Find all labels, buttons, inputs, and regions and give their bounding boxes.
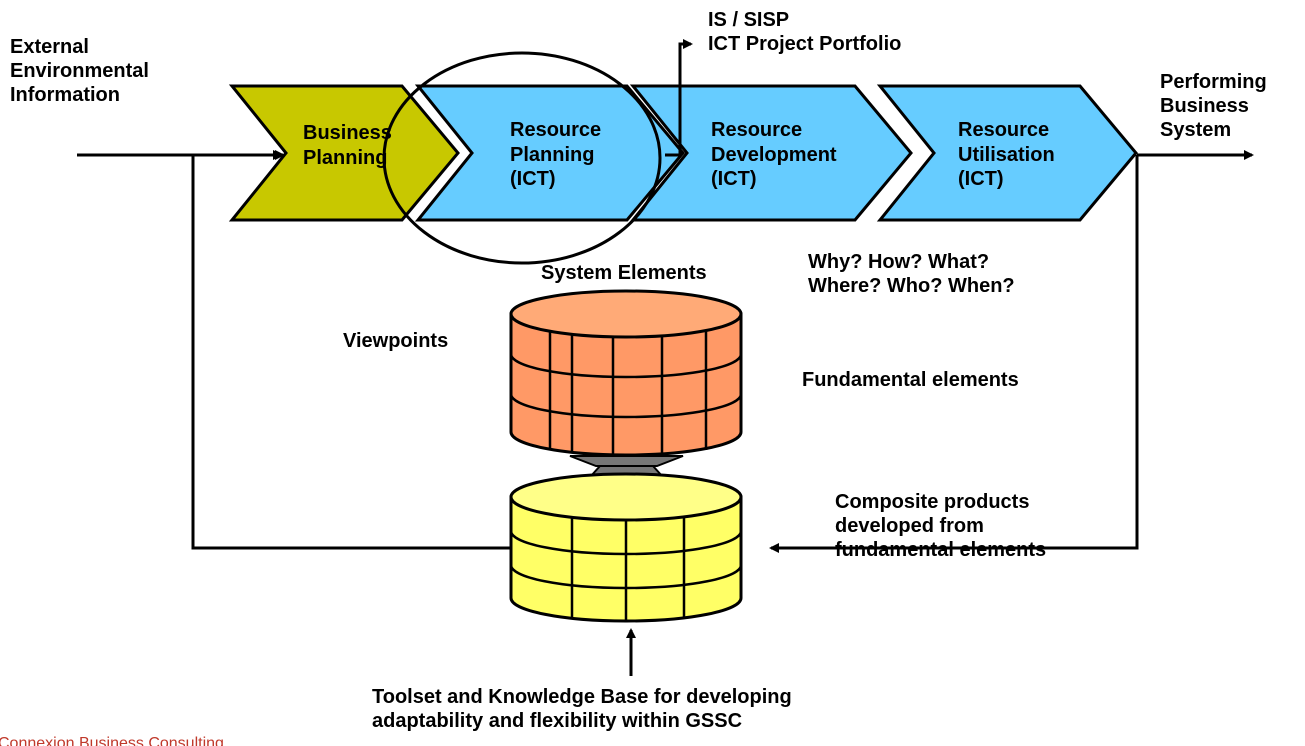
questions-line: Where? Who? When? [808,275,1015,297]
stage-line: Planning [303,146,388,169]
composite-products-line: fundamental elements [835,539,1047,561]
stage-line: Business [303,122,392,144]
chevron-resource-utilisation [876,84,1138,222]
knowledge-base-cylinder [509,472,743,623]
viewpoints-label: Viewpoints [343,330,449,352]
questions-label: Why? How? What? Where? Who? When? [808,250,1015,298]
stage-line: (ICT) [958,168,1004,190]
stage-line: Development [711,143,837,166]
stage-label-resource-utilisation: Resource Utilisation (ICT) [958,118,1055,192]
external-info-line: Environmental [10,60,149,82]
stage-line: (ICT) [711,168,757,190]
toolset-line: Toolset and Knowledge Base for developin… [372,686,792,708]
questions-line: Why? How? What? [808,251,990,273]
stage-label-resource-development: Resource Development (ICT) [711,118,837,192]
stage-label-business-planning: Business Planning [303,121,392,170]
is-sisp-pointer-arrow [665,39,693,157]
is-sisp-line: ICT Project Portfolio [708,33,902,55]
chevron-resource-development [629,84,913,222]
stage-line: Resource [958,119,1050,141]
toolset-line: adaptability and flexibility within GSSC [372,710,743,732]
performing-system-line: Business [1160,95,1249,117]
stage-line: Planning [510,143,595,166]
composite-products-line: Composite products [835,491,1030,513]
stage-line: Utilisation [958,143,1055,166]
highlight-ellipse [382,51,662,265]
external-info-line: External [10,36,89,58]
external-info-line: Information [10,84,120,106]
chevron-resource-planning [414,84,685,222]
stage-label-resource-planning: Resource Planning (ICT) [510,118,601,192]
composite-products-label: Composite products developed from fundam… [835,490,1046,562]
performing-system-line: Performing [1160,71,1267,93]
external-info-label: External Environmental Information [10,35,149,107]
is-sisp-line: IS / SISP [708,9,790,31]
performing-system-line: System [1160,119,1232,141]
composite-products-line: developed from [835,515,984,537]
stage-line: Resource [510,119,602,141]
is-sisp-label: IS / SISP ICT Project Portfolio [708,8,901,56]
system-elements-cylinder [509,289,743,457]
stage-line: Resource [711,119,803,141]
performing-system-label: Performing Business System [1160,70,1267,142]
fundamental-elements-label: Fundamental elements [802,369,1019,391]
system-elements-label: System Elements [541,262,707,284]
stage-line: (ICT) [510,168,556,190]
toolset-label: Toolset and Knowledge Base for developin… [372,685,792,733]
chevron-business-planning [228,84,460,222]
feedback-loop-right [769,155,1139,553]
footer-text: Connexion Business Consulting [0,735,224,746]
